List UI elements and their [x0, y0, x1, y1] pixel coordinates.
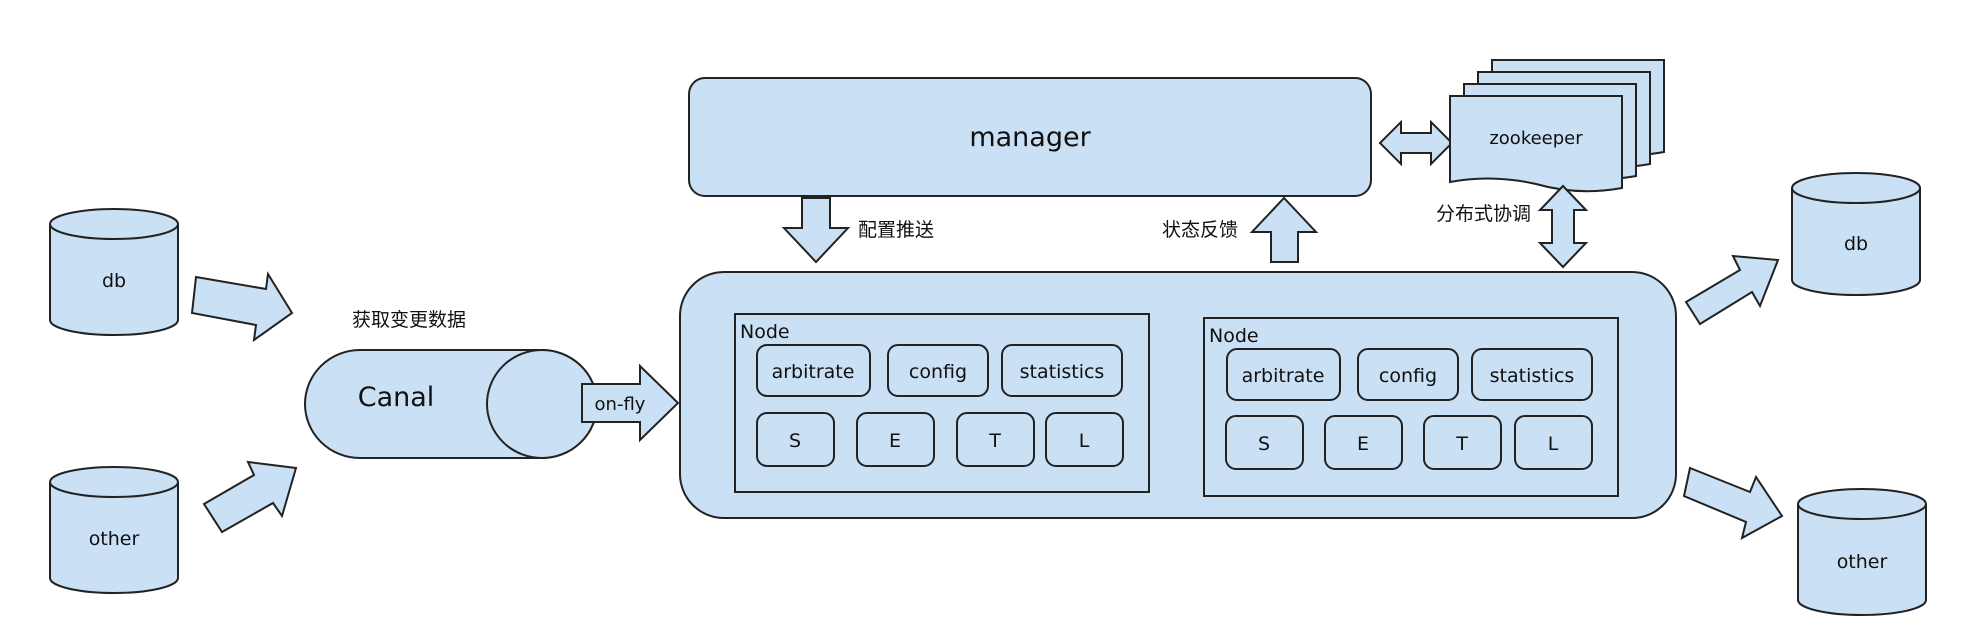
node-1-statistics-label: statistics	[1020, 361, 1105, 383]
status-feedback-arrow	[1249, 196, 1319, 263]
node-2-arbitrate-label: arbitrate	[1242, 365, 1325, 387]
zookeeper-node-arrow	[1537, 184, 1589, 269]
node-1-arbitrate-module	[756, 344, 871, 397]
node-2-stage-s	[1225, 415, 1304, 470]
node-2-stage-l	[1514, 415, 1593, 470]
node-1-arbitrate-label: arbitrate	[772, 361, 855, 383]
manager-box	[688, 77, 1372, 197]
node-1-config-module	[887, 344, 989, 397]
to-target-other-arrow	[1682, 466, 1784, 540]
node-1-stage-l	[1045, 412, 1124, 467]
status-feedback-label: 状态反馈	[1162, 219, 1238, 241]
config-push-arrow	[781, 197, 851, 264]
config-push-label: 配置推送	[858, 219, 934, 241]
on-fly-arrow	[581, 363, 680, 443]
source-db-label: db	[102, 270, 126, 292]
node-2-stage-t	[1423, 415, 1502, 470]
node-2-statistics-label: statistics	[1490, 365, 1575, 387]
node-2-frame	[1203, 317, 1619, 497]
node-1-frame	[734, 313, 1150, 493]
node-1-stage-t-label: T	[988, 430, 1001, 452]
source-other-label: other	[89, 528, 140, 550]
node-1-stage-l-label: L	[1079, 430, 1090, 452]
other-to-canal-arrow	[202, 460, 298, 534]
node-1-title: Node	[740, 321, 790, 343]
node-1-stage-e-label: E	[889, 430, 901, 452]
node-2-config-label: config	[1379, 365, 1437, 387]
node-2-title: Node	[1209, 325, 1259, 347]
source-other-cylinder	[49, 466, 179, 594]
node-2-stage-e-label: E	[1357, 433, 1369, 455]
target-db-cylinder	[1791, 172, 1921, 296]
node-1-statistics-module	[1001, 344, 1123, 397]
node-1-stage-s-label: S	[789, 430, 801, 452]
node-2-stage-t-label: T	[1455, 433, 1468, 455]
node-2-stage-s-label: S	[1258, 433, 1270, 455]
source-db-cylinder	[49, 208, 179, 336]
zookeeper-document-stack	[1449, 59, 1665, 193]
node-1-config-label: config	[909, 361, 967, 383]
node-cluster-container	[679, 271, 1677, 519]
manager-zookeeper-arrow	[1378, 119, 1454, 167]
db-to-canal-arrow	[190, 271, 294, 343]
to-target-db-arrow	[1684, 254, 1780, 326]
node-1: Node arbitrate config statistics S E T L	[734, 313, 1150, 493]
fetch-change-data-label: 获取变更数据	[352, 309, 466, 331]
target-other-label: other	[1837, 551, 1888, 573]
canal-label: Canal	[358, 382, 435, 413]
zookeeper-label: zookeeper	[1489, 128, 1583, 149]
target-db-label: db	[1844, 233, 1868, 255]
node-2-stage-e	[1324, 415, 1403, 470]
node-1-stage-s	[756, 412, 835, 467]
distributed-coordination-label: 分布式协调	[1436, 203, 1531, 225]
node-1-stage-e	[856, 412, 935, 467]
node-2-statistics-module	[1471, 348, 1593, 401]
node-2: Node arbitrate config statistics S E T L	[1203, 317, 1619, 497]
node-1-stage-t	[956, 412, 1035, 467]
node-2-arbitrate-module	[1226, 348, 1341, 401]
node-2-stage-l-label: L	[1548, 433, 1559, 455]
on-fly-label: on-fly	[595, 394, 646, 415]
node-2-config-module	[1357, 348, 1459, 401]
canal-cylinder	[304, 349, 598, 459]
target-other-cylinder	[1797, 488, 1927, 616]
manager-label: manager	[969, 122, 1091, 153]
